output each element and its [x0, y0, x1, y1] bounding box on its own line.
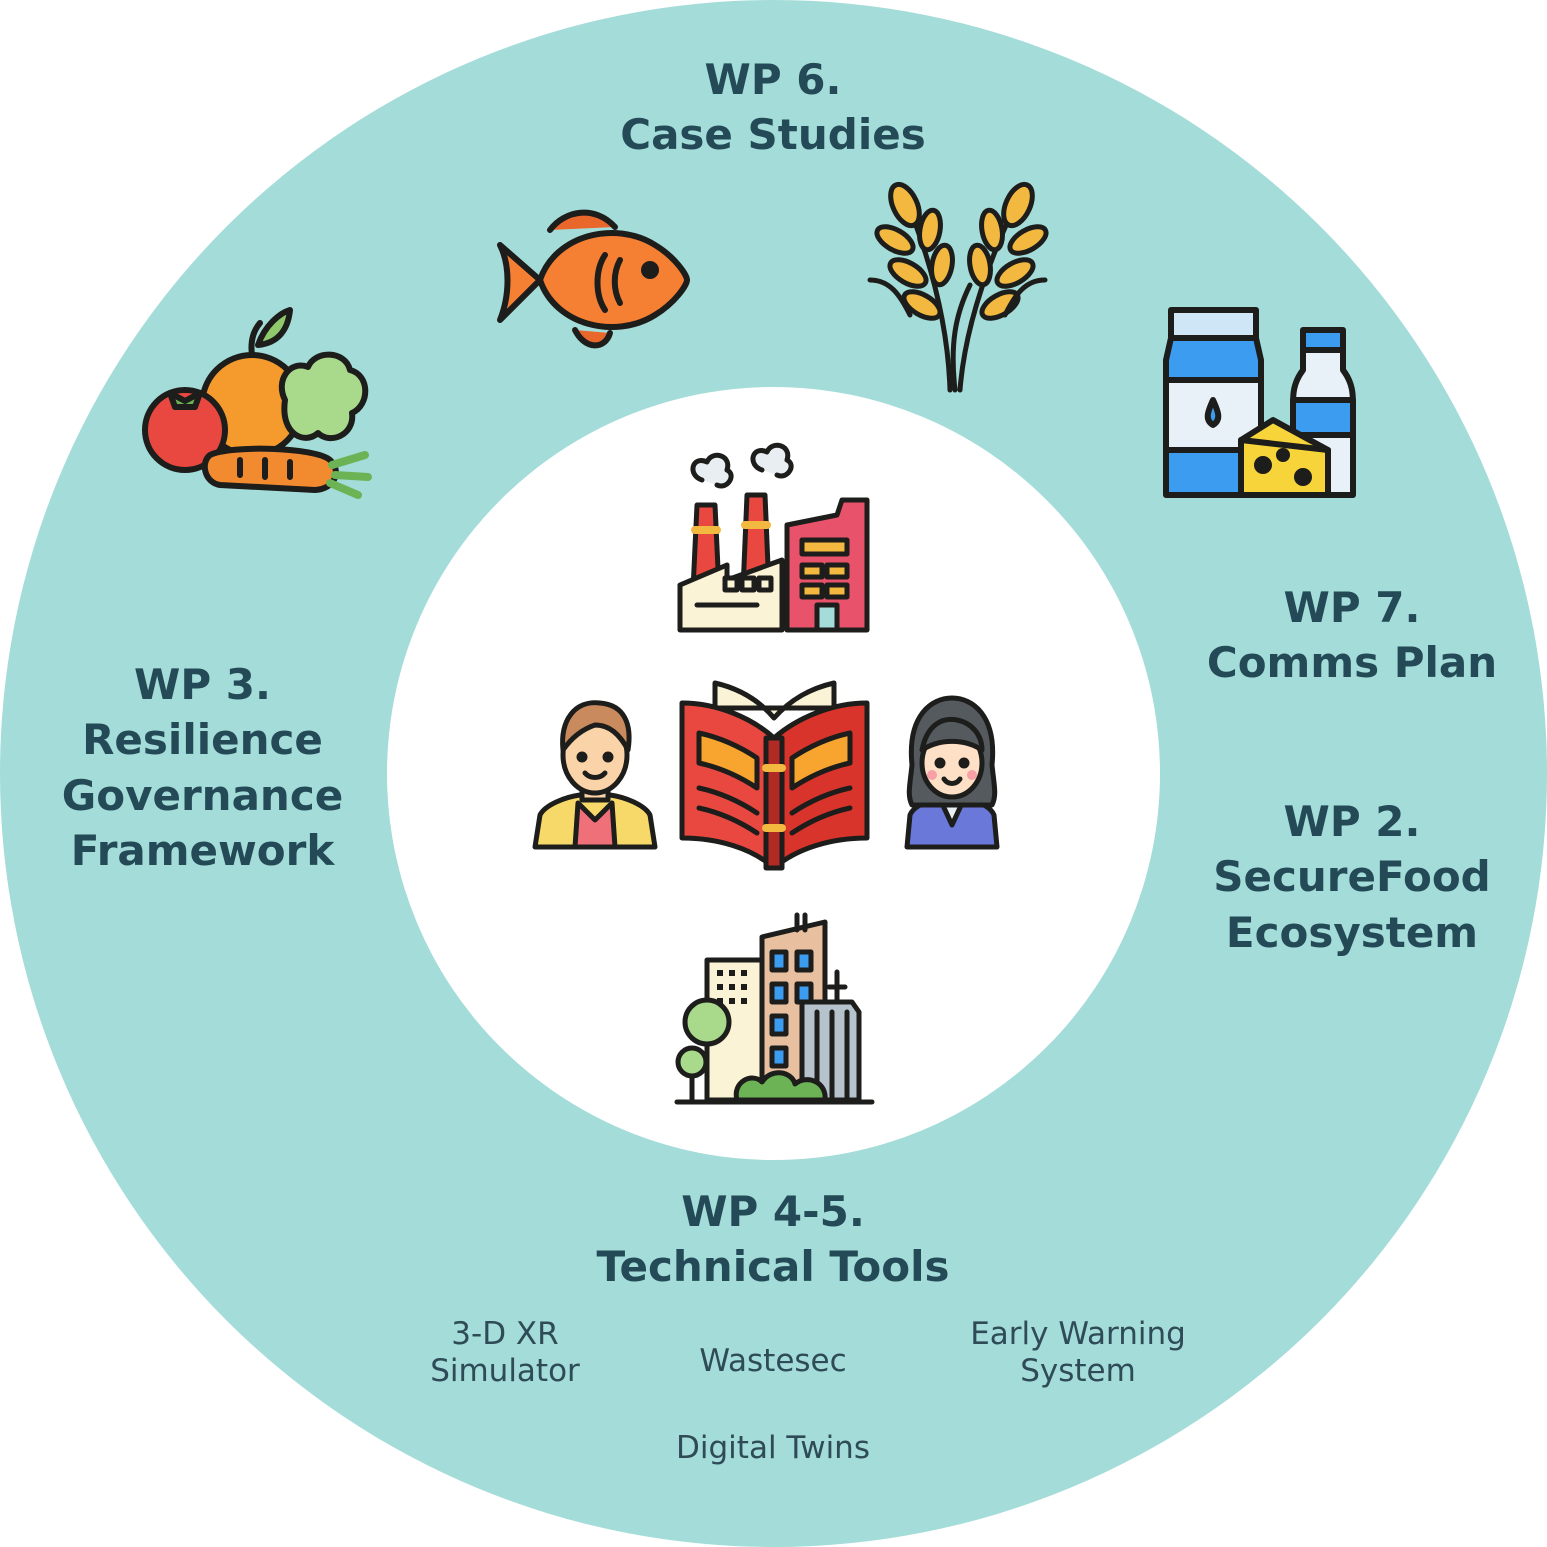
wp45-title: Technical Tools — [596, 1242, 950, 1292]
wp7-number: WP 7. — [1283, 583, 1421, 632]
wp3-number: WP 3. — [134, 660, 271, 709]
wp3-title-2: Governance — [61, 770, 344, 820]
tool-xr-line2: Simulator — [430, 1353, 580, 1390]
wp7-label: WP 7. Comms Plan — [1170, 580, 1534, 691]
woman-icon — [904, 695, 1000, 850]
tool-wastesec: Wastesec — [653, 1343, 893, 1380]
wp6-label: WP 6. Case Studies — [573, 52, 973, 163]
wp2-title-2: Ecosystem — [1225, 907, 1479, 957]
wp2-label: WP 2. SecureFood Ecosystem — [1170, 794, 1534, 960]
vegetables-icon — [142, 307, 372, 499]
wp3-label: WP 3. Resilience Governance Framework — [30, 657, 375, 879]
tool-xr-simulator: 3-D XR Simulator — [385, 1316, 625, 1390]
dairy-icon — [1163, 307, 1356, 498]
tool-ews-line1: Early Warning — [970, 1316, 1186, 1352]
wp45-label: WP 4-5. Technical Tools — [523, 1184, 1023, 1295]
wp6-number: WP 6. — [704, 55, 842, 104]
wp7-title: Comms Plan — [1206, 638, 1498, 688]
tool-digital-twins: Digital Twins — [623, 1430, 923, 1467]
fish-icon — [497, 209, 690, 349]
wp45-number: WP 4-5. — [681, 1187, 865, 1236]
wp2-title-1: SecureFood — [1213, 852, 1491, 902]
wp2-number: WP 2. — [1283, 797, 1421, 846]
man-icon — [532, 700, 658, 850]
tool-xr-line1: 3-D XR — [451, 1316, 559, 1352]
tool-wastesec-text: Wastesec — [699, 1343, 847, 1379]
city-icon — [674, 912, 875, 1105]
wp6-title: Case Studies — [620, 110, 926, 160]
factory-icon — [677, 442, 870, 633]
tool-early-warning: Early Warning System — [938, 1316, 1218, 1390]
wp3-title-1: Resilience — [82, 715, 323, 765]
tool-twins-text: Digital Twins — [676, 1430, 870, 1466]
tool-ews-line2: System — [1020, 1353, 1136, 1390]
book-icon — [679, 680, 870, 871]
wp3-title-3: Framework — [70, 826, 335, 876]
wheat-icon — [867, 181, 1049, 393]
